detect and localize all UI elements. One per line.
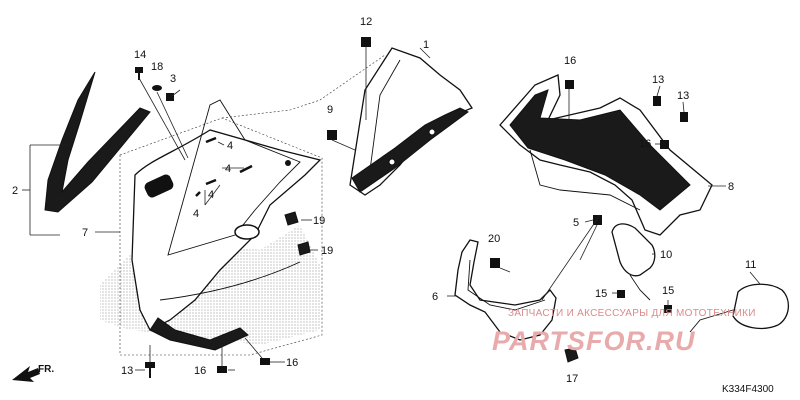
callout-4: 4 (193, 208, 199, 220)
nut-17 (564, 347, 579, 363)
callout-18: 18 (151, 61, 163, 73)
callout-numbers: 1 2 3 4 4 4 4 5 6 7 8 9 10 11 12 13 13 1… (12, 16, 756, 385)
grommet-12 (361, 37, 371, 47)
windscreen-base (351, 107, 469, 193)
callout-13: 13 (121, 365, 133, 377)
cowl-side-line (159, 261, 301, 301)
clip-19-lower (297, 241, 311, 256)
pin-parts (195, 136, 253, 197)
bracket-inner (467, 259, 546, 311)
mirror-11-stem (689, 309, 734, 333)
callout-2: 2 (12, 185, 18, 197)
stay-lower (529, 149, 641, 211)
direction-label: FR. (38, 364, 54, 375)
assembly-leader (221, 54, 386, 119)
nut-9 (327, 130, 337, 140)
mirror-10-stem (629, 274, 651, 301)
callout-3: 3 (170, 73, 176, 85)
screw-16-bottom-left (217, 366, 227, 373)
screw-14 (135, 67, 143, 80)
mirror-bracket-6 (454, 239, 557, 341)
watermark-tagline: ЗАПЧАСТИ И АКСЕССУАРЫ ДЛЯ МОТОТЕХНИКИ (508, 308, 756, 319)
callout-10: 10 (660, 249, 672, 261)
callout-16: 16 (286, 357, 298, 369)
cowl-lower-edge (149, 317, 249, 351)
bolt-15-a (617, 290, 625, 298)
screw-16-bottom-right (260, 358, 270, 365)
callout-5: 5 (573, 217, 579, 229)
callout-20: 20 (488, 233, 500, 245)
bolt-16-top (565, 80, 574, 89)
cowl-vent (144, 174, 174, 198)
callout-16: 16 (194, 365, 206, 377)
callout-4: 4 (227, 140, 233, 152)
mirror-10 (611, 223, 656, 277)
cowl-mount-hole (234, 224, 260, 240)
callout-11: 11 (745, 259, 756, 271)
front-cowl (131, 129, 322, 331)
callout-13: 13 (677, 90, 689, 102)
collar-3 (166, 93, 174, 101)
clip-19-upper (284, 211, 299, 226)
callout-6: 6 (432, 291, 438, 303)
mirror-11 (732, 283, 789, 330)
cowl-small-hole (285, 160, 291, 166)
callout-4: 4 (225, 163, 231, 175)
callout-15: 15 (595, 288, 607, 300)
callout-16: 16 (564, 55, 576, 67)
callout-9: 9 (327, 104, 333, 116)
stay-inner (509, 89, 691, 211)
callout-13: 13 (652, 74, 664, 86)
callout-19: 19 (321, 245, 333, 257)
callout-16: 16 (639, 138, 651, 150)
callout-4: 4 (208, 189, 214, 201)
windscreen-hole (388, 158, 396, 166)
stripe-decal (44, 71, 151, 213)
diagram-code: K334F4300 (722, 384, 774, 395)
bolt-20 (490, 258, 500, 268)
front-direction-arrow: FR. (12, 364, 54, 382)
callout-12: 12 (360, 16, 372, 28)
watermark-logo: PARTSFOR.RU (492, 326, 696, 356)
bolt-15-b (664, 305, 672, 313)
callout-1: 1 (423, 39, 429, 51)
callout-19: 19 (313, 215, 325, 227)
callout-7: 7 (82, 227, 88, 239)
callout-17: 17 (566, 373, 578, 385)
callout-15: 15 (662, 285, 674, 297)
bolt-16-mid (660, 140, 669, 149)
callout-8: 8 (728, 181, 734, 193)
callout-14: 14 (134, 49, 146, 61)
grommet-5 (593, 215, 602, 225)
windscreen-inner (369, 59, 401, 171)
leader-lines (22, 47, 761, 371)
washer-18 (152, 85, 162, 91)
windscreen-hole-2 (428, 128, 436, 136)
screw-13-bottom (145, 362, 155, 378)
bolts-13-right (653, 96, 688, 122)
